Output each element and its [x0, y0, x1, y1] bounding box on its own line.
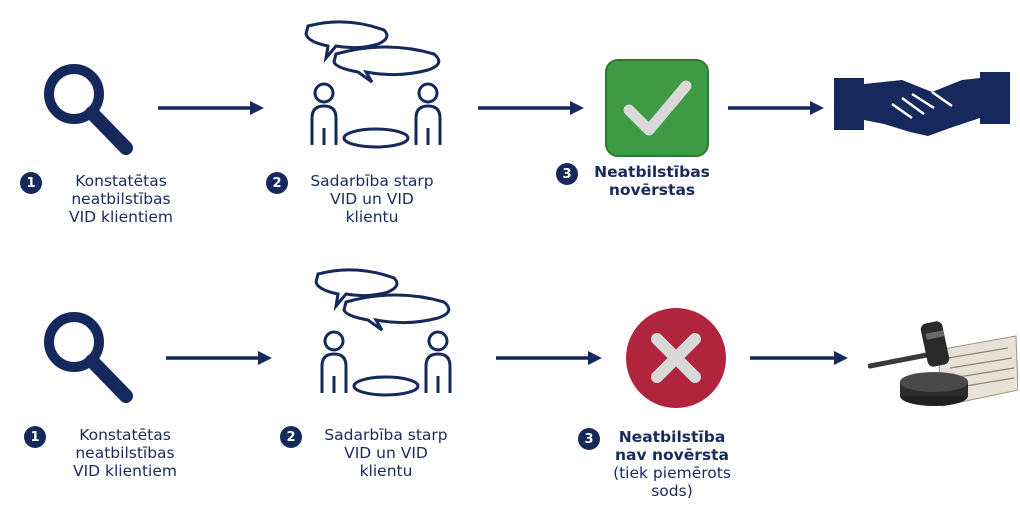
- step-number-badge: 2: [266, 172, 288, 194]
- step-number-badge: 2: [280, 426, 302, 448]
- arrow-right-icon: [158, 98, 266, 118]
- step-label: Konstatētas neatbilstības VID klientiem: [72, 426, 177, 480]
- magnifier-icon: [38, 306, 138, 406]
- step-label: Sadarbība starp VID un VID klientu: [324, 426, 448, 480]
- step-label: Neatbilstība nav novērsta (tiek piemērot…: [613, 428, 731, 500]
- cross-icon: [624, 306, 728, 410]
- magnifier-icon: [38, 58, 138, 158]
- step-label: Sadarbība starp VID un VID klientu: [310, 172, 434, 226]
- conversation-icon: [296, 10, 456, 160]
- step-label: Neatbilstības novērstas: [594, 163, 710, 199]
- arrow-right-icon: [478, 98, 586, 118]
- step-number-badge: 3: [556, 163, 578, 185]
- arrow-right-icon: [728, 98, 826, 118]
- gavel-icon: [868, 310, 1018, 410]
- arrow-right-icon: [496, 348, 604, 368]
- step-number-badge: 1: [20, 172, 42, 194]
- step-label: Konstatētas neatbilstības VID klientiem: [68, 172, 173, 226]
- checkmark-icon: [604, 58, 710, 158]
- handshake-icon: [832, 62, 1012, 152]
- step-number-badge: 1: [24, 426, 46, 448]
- arrow-right-icon: [166, 348, 274, 368]
- step-number-badge: 3: [578, 428, 600, 450]
- conversation-icon: [306, 258, 466, 408]
- arrow-right-icon: [750, 348, 850, 368]
